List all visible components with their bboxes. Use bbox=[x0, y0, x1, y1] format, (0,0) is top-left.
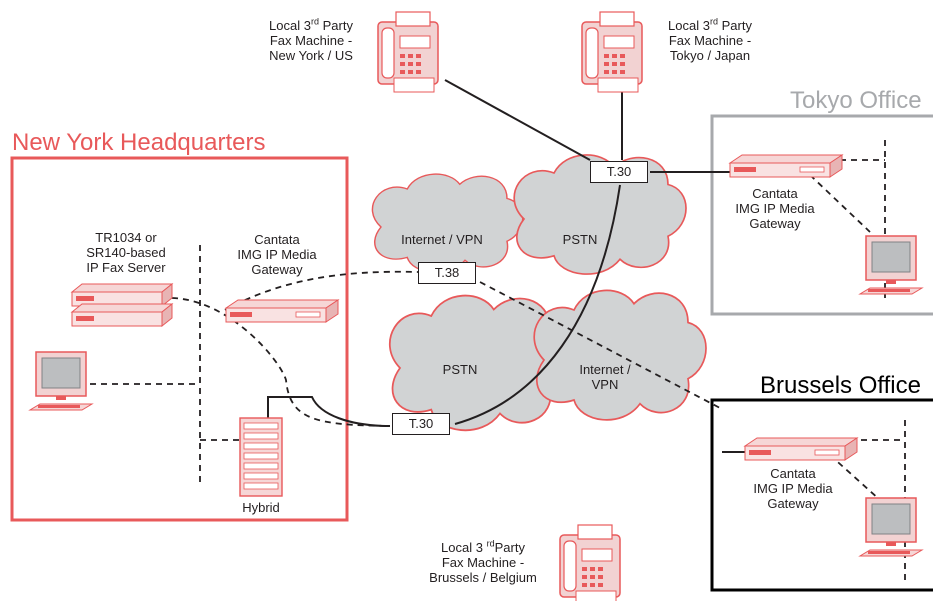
fax-tokyo-label: Local 3rd Party Fax Machine - Tokyo / Ja… bbox=[668, 16, 752, 63]
t38-tag: T.38 bbox=[418, 262, 476, 284]
fax-brussels-label: Local 3 rdParty Fax Machine - Brussels /… bbox=[429, 538, 537, 585]
fax-server-bottom-icon bbox=[71, 303, 173, 327]
fax-machine-tokyo-icon bbox=[581, 11, 643, 93]
fax-new-york-label: Local 3rd Party Fax Machine - New York /… bbox=[269, 16, 353, 63]
brussels-region-box bbox=[710, 398, 933, 592]
cloud-internet-bottom-label: Internet /VPN bbox=[579, 362, 631, 392]
fax-machine-brussels-icon bbox=[559, 524, 621, 601]
pc-tokyo-icon bbox=[859, 235, 923, 295]
cloud-pstn-top-label: PSTN bbox=[562, 232, 598, 247]
cloud-pstn-bottom-label: PSTN bbox=[442, 362, 478, 377]
new-york-region-box bbox=[10, 156, 349, 522]
gateway-new-york-icon bbox=[225, 299, 339, 323]
hybrid-rack-icon bbox=[239, 417, 283, 497]
gateway-brussels-icon bbox=[744, 437, 858, 461]
t30-top-tag: T.30 bbox=[590, 161, 648, 183]
pc-brussels-icon bbox=[859, 497, 923, 557]
gateway-tokyo-icon bbox=[729, 154, 843, 178]
tokyo-region-title: Tokyo Office bbox=[790, 87, 922, 114]
hybrid-label: Hybrid bbox=[242, 500, 280, 515]
tokyo-region-box bbox=[710, 114, 933, 316]
fax-server-top-icon bbox=[71, 283, 173, 307]
brussels-region-title: Brussels Office bbox=[760, 372, 921, 399]
cloud-internet-top-label: Internet / VPN bbox=[401, 232, 483, 247]
t30-bottom-tag: T.30 bbox=[392, 413, 450, 435]
fax-machine-new-york-icon bbox=[377, 11, 439, 93]
new-york-region-title: New York Headquarters bbox=[12, 129, 266, 156]
pc-new-york-icon bbox=[29, 351, 93, 411]
cloud-internet-top bbox=[371, 173, 524, 274]
